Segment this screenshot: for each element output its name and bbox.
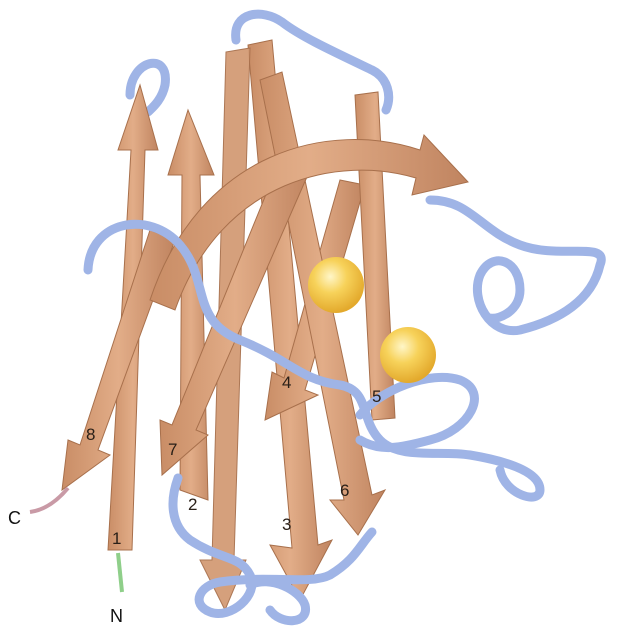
strand-label-3: 3 (282, 515, 291, 534)
metal-ion-1 (308, 257, 364, 313)
strand-label-6: 6 (340, 481, 349, 500)
strand-label-8: 8 (86, 425, 95, 444)
strand-label-4: 4 (282, 373, 291, 392)
n-terminus-label: N (110, 606, 123, 626)
strand-label-7: 7 (168, 440, 177, 459)
right-loop (430, 200, 601, 331)
c-terminus-label: C (8, 508, 21, 528)
strand-label-1: 1 (112, 529, 121, 548)
strand-label-2: 2 (188, 495, 197, 514)
c-terminus-tail (30, 488, 68, 512)
strand-label-5: 5 (372, 387, 381, 406)
beta-strands (62, 40, 468, 610)
n-terminus-tail (118, 553, 122, 592)
metal-ion-2 (380, 327, 436, 383)
